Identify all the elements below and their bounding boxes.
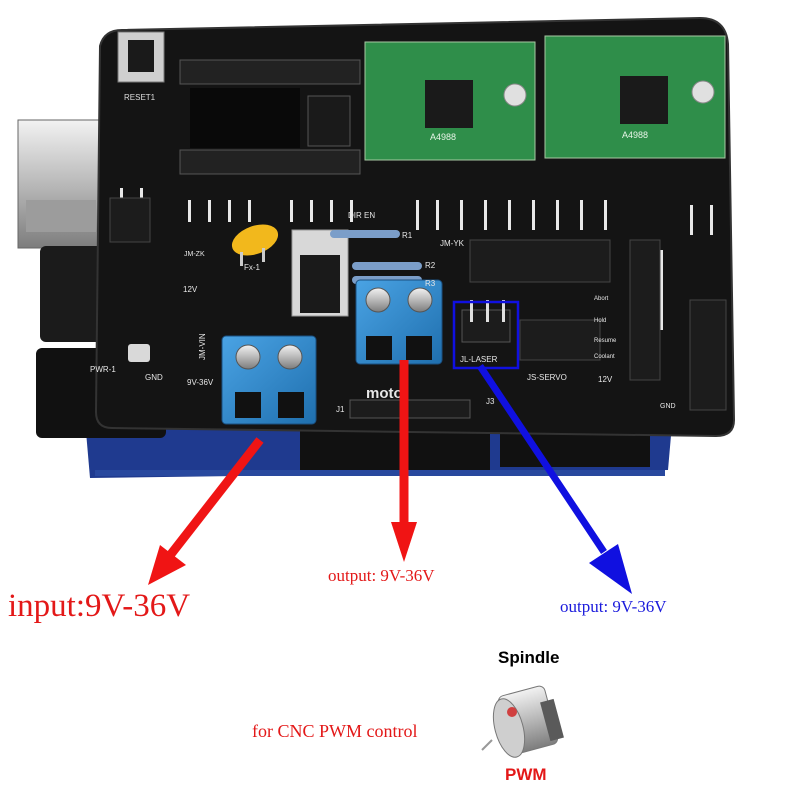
pwm-control-label: for CNC PWM control: [252, 721, 418, 741]
output-arrow-red: [391, 360, 417, 562]
capacitor: [231, 224, 279, 266]
input-arrow: [148, 437, 264, 585]
output-voltage-label-blue: output: 9V-36V: [560, 597, 667, 616]
input-voltage-label: input:9V-36V: [8, 588, 191, 624]
stepper-driver-right: A4988: [544, 35, 726, 159]
header-blocks: [109, 197, 727, 411]
usb-connector: [17, 119, 114, 249]
vin-label: JM-VIN: [198, 333, 207, 360]
input-terminal-block: [221, 335, 317, 425]
silkscreen-labels: PWR-1 GND 12V JM-VIN 9V-36V Fx-1 JM-ZK J…: [90, 211, 676, 414]
v12-right-label: 12V: [598, 375, 613, 384]
reset-button: RESET1: [117, 31, 165, 102]
voltage-regulator: [291, 229, 349, 317]
j3-label: J3: [486, 397, 495, 406]
hold-label: Hold: [594, 318, 606, 324]
js-servo-label: JS-SERVO: [527, 373, 567, 382]
resume-label: Resume: [594, 338, 617, 344]
motor-terminal-block: [355, 279, 443, 365]
stepper-driver-left: A4988: [364, 41, 536, 161]
coolant-label: Coolant: [594, 354, 615, 360]
pwr-label: PWR-1: [90, 365, 116, 374]
jm-yk-label: JM-YK: [440, 239, 465, 248]
spindle-label: Spindle: [498, 648, 560, 667]
abort-label: Abort: [594, 296, 609, 302]
pwm-label: PWM: [505, 765, 547, 784]
j1-header: [349, 399, 471, 419]
output-arrow-blue: [477, 364, 632, 594]
header-socket: [179, 59, 361, 175]
jl-laser-label: JL-LASER: [460, 355, 498, 364]
reset-label: RESET1: [124, 93, 156, 102]
jm-zk-label: JM-ZK: [184, 251, 205, 258]
spindle-motor: [481, 685, 564, 758]
r3-label: R3: [425, 279, 436, 288]
dir-en-label: DIR EN: [348, 211, 375, 220]
v9-36-label: 9V-36V: [187, 378, 214, 387]
driver-left-chip-label: A4988: [430, 132, 456, 142]
power-led: [128, 344, 150, 362]
laser-header: [452, 300, 520, 370]
driver-right-chip-label: A4988: [622, 130, 648, 140]
fx-label: Fx-1: [244, 263, 261, 272]
j1-label: J1: [336, 405, 345, 414]
output-voltage-label-red: output: 9V-36V: [328, 566, 435, 585]
r2-label: R2: [425, 261, 436, 270]
gnd-right-label: GND: [660, 403, 676, 410]
gnd-label: GND: [145, 373, 163, 382]
r1-label: R1: [402, 231, 413, 240]
motor-label: motor: [366, 385, 409, 402]
v12-label: 12V: [183, 285, 198, 294]
